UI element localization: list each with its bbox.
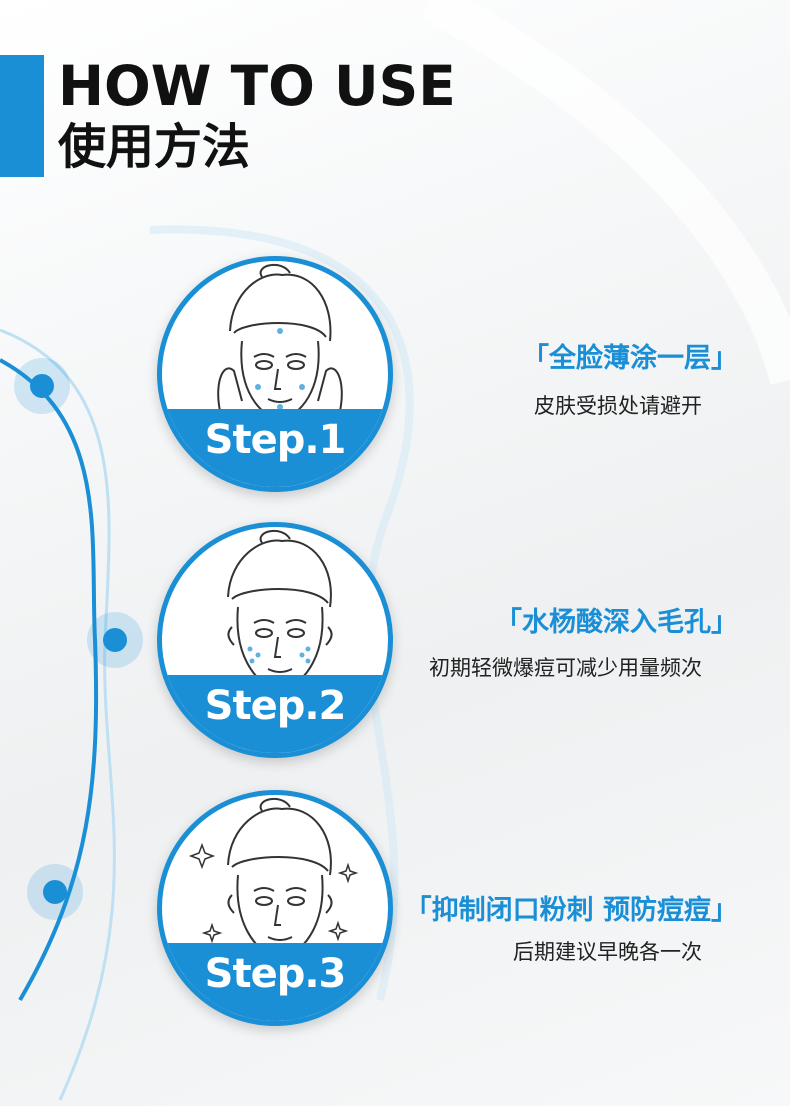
step-3-title: 「抑制闭口粉刺 预防痘痘」 [404,895,738,926]
timeline-dot-3 [27,864,83,920]
step-3-desc: 后期建议早晚各一次 [513,940,702,964]
timeline-dot-2 [87,612,143,668]
step-1-desc: 皮肤受损处请避开 [534,394,702,418]
step-2-badge: Step.2 [157,522,393,758]
step-1: Step.1 「全脸薄涂一层」 皮肤受损处请避开 [0,256,790,496]
step-3-badge: Step.3 [157,790,393,1026]
step-3-band [162,943,388,1021]
page-title-cn: 使用方法 [58,119,251,175]
step-3-label: Step.3 [204,951,347,997]
step-1-title: 「全脸薄涂一层」 [522,343,738,374]
step-1-badge: Step.1 [157,256,393,492]
step-2: Step.2 「水杨酸深入毛孔」 初期轻微爆痘可减少用量频次 [0,522,790,762]
step-2-label: Step.2 [204,683,347,729]
step-2-band [162,675,388,753]
face-clear-icon [188,797,359,962]
timeline-dot-1 [14,358,70,414]
step-3: Step.3 「抑制闭口粉刺 预防痘痘」 后期建议早晚各一次 [0,790,790,1030]
header-accent-bar [0,55,44,177]
step-2-title: 「水杨酸深入毛孔」 [495,607,738,638]
step-2-desc: 初期轻微爆痘可减少用量频次 [429,656,702,680]
step-1-band [162,409,388,487]
page-title-en: HOW TO USE [58,54,456,118]
step-1-label: Step.1 [204,417,347,463]
